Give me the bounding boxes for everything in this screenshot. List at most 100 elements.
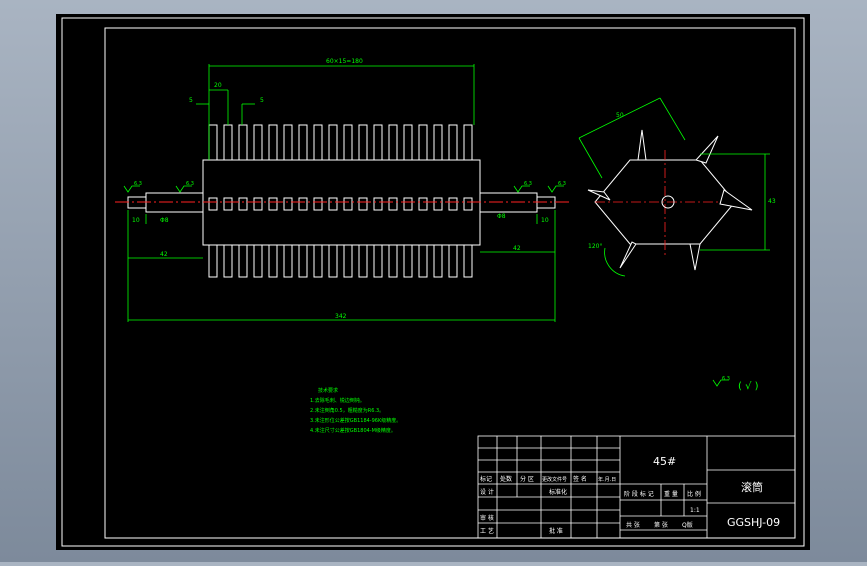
dim-hex-size: 50 xyxy=(616,112,624,119)
dim-gap-left: 5 xyxy=(189,97,193,104)
outer-border xyxy=(61,17,805,547)
tb-weight: 重 量 xyxy=(664,490,678,498)
notes-line: 3.未注形位公差按GB1184-96K级精度。 xyxy=(310,417,401,424)
tb-header: 处数 xyxy=(500,475,512,483)
dim-right-shaft: 42 xyxy=(513,245,521,252)
roughness-4: 6.3 xyxy=(558,181,566,187)
tb-edition: Q版 xyxy=(682,521,693,529)
center-slot xyxy=(238,197,248,211)
roughness-symbols xyxy=(123,185,564,193)
dim-left-end: 10 xyxy=(132,217,140,224)
tb-header: 更改文件号 xyxy=(542,476,567,483)
notes-line: 4.未注尺寸公差按GB1804-M级精度。 xyxy=(310,427,396,434)
dim-left-dia: Φ8 xyxy=(160,217,169,224)
roller-tooth xyxy=(328,124,338,161)
tb-process: 工 艺 xyxy=(480,527,494,535)
tb-sheet-total: 共 张 xyxy=(626,521,640,529)
roughness-1: 6.3 xyxy=(134,181,142,187)
roller-tooth xyxy=(403,124,413,161)
roller-front-view xyxy=(127,124,556,278)
teeth-top xyxy=(208,124,473,161)
roller-tooth xyxy=(238,124,248,161)
center-slots xyxy=(208,197,473,211)
tb-design: 设 计 xyxy=(480,488,494,496)
hex-spikes xyxy=(587,129,753,271)
center-slot xyxy=(388,197,398,211)
center-slot xyxy=(403,197,413,211)
roller-tooth xyxy=(253,124,263,161)
center-slot xyxy=(373,197,383,211)
roller-tooth xyxy=(358,124,368,161)
dim-right-dia: Φ8 xyxy=(497,213,506,220)
roller-tooth xyxy=(223,244,233,278)
dim-total-length: 342 xyxy=(335,313,347,320)
notes-title: 技术要求 xyxy=(318,387,338,394)
roller-tooth xyxy=(373,124,383,161)
center-slot xyxy=(208,197,218,211)
roller-tooth xyxy=(418,124,428,161)
tb-header: 标记 xyxy=(480,475,492,483)
hex-end-view: 50 43 120° xyxy=(578,97,776,277)
tb-part-name: 滚筒 xyxy=(741,480,763,494)
roller-tooth xyxy=(448,124,458,161)
title-block xyxy=(477,435,796,539)
tech-notes: 技术要求 1.去除毛刺、锐边倒钝。 2.未注倒角0.5，粗糙度为R6.3。 3.… xyxy=(310,387,401,434)
center-slot xyxy=(268,197,278,211)
roller-tooth xyxy=(433,124,443,161)
roller-tooth xyxy=(448,244,458,278)
roller-tooth xyxy=(238,244,248,278)
center-slot xyxy=(313,197,323,211)
tb-drawing-no: GGSHJ-09 xyxy=(727,516,780,529)
roller-tooth xyxy=(463,244,473,278)
center-slot xyxy=(298,197,308,211)
center-slot xyxy=(448,197,458,211)
teeth-bottom xyxy=(208,244,473,278)
general-roughness-symbol xyxy=(712,379,729,387)
notes-line: 2.未注倒角0.5，粗糙度为R6.3。 xyxy=(310,407,384,414)
roller-tooth xyxy=(313,244,323,278)
roller-tooth xyxy=(388,124,398,161)
roller-tooth xyxy=(463,124,473,161)
center-slot xyxy=(463,197,473,211)
roller-tooth xyxy=(418,244,428,278)
dim-pitch: 60×15=180 xyxy=(326,58,363,65)
tb-header: 签 名 xyxy=(573,475,587,483)
roughness-3: 6.3 xyxy=(524,181,532,187)
tb-approve: 批 准 xyxy=(549,527,563,535)
roller-tooth xyxy=(253,244,263,278)
tb-scale-label: 比 例 xyxy=(687,490,701,498)
center-slot xyxy=(328,197,338,211)
roller-tooth xyxy=(268,244,278,278)
dim-right-end: 10 xyxy=(541,217,549,224)
tb-stage: 阶 段 标 记 xyxy=(624,490,654,498)
roller-tooth xyxy=(298,244,308,278)
dim-hex-height: 43 xyxy=(768,198,776,205)
center-slot xyxy=(253,197,263,211)
drawing-sheet xyxy=(56,14,810,550)
roller-tooth xyxy=(403,244,413,278)
shaft-hole xyxy=(661,195,675,209)
roller-tooth xyxy=(208,244,218,278)
notes-line: 1.去除毛刺、锐边倒钝。 xyxy=(310,397,365,404)
roller-tooth xyxy=(343,124,353,161)
inner-border xyxy=(104,27,796,539)
roller-tooth xyxy=(373,244,383,278)
center-slot xyxy=(283,197,293,211)
tb-review: 审 核 xyxy=(480,514,494,522)
tb-sheet-no: 第 张 xyxy=(654,521,668,529)
dim-tooth-width: 20 xyxy=(214,82,222,89)
roller-tooth xyxy=(328,244,338,278)
roller-tooth xyxy=(433,244,443,278)
roller-tooth xyxy=(388,244,398,278)
center-slot xyxy=(223,197,233,211)
dim-left-shaft: 42 xyxy=(160,251,168,258)
tb-material: 45# xyxy=(653,455,676,468)
roller-tooth xyxy=(343,244,353,278)
roller-tooth xyxy=(358,244,368,278)
tb-header: 分 区 xyxy=(520,475,534,483)
tb-header: 年.月.日 xyxy=(598,476,616,483)
roller-tooth xyxy=(268,124,278,161)
dim-gap-right: 5 xyxy=(260,97,264,104)
center-slot xyxy=(418,197,428,211)
